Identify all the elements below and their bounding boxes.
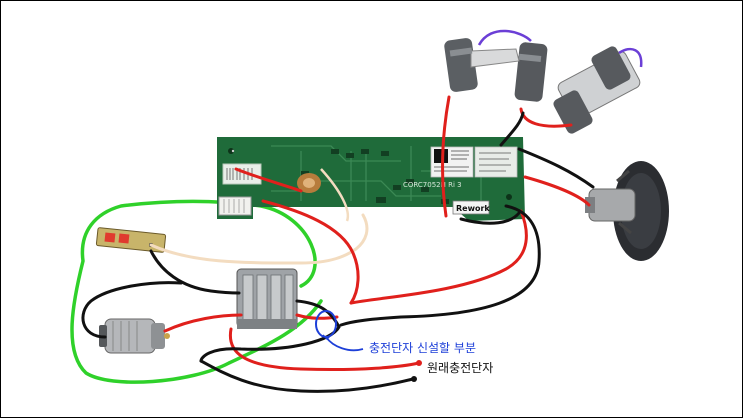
original-terminal-marker: [411, 360, 422, 382]
fan-motor: [585, 161, 669, 261]
new-terminal-marker: [315, 310, 364, 352]
heatsink: [236, 268, 298, 329]
pcb-model-label: CORC7052H Ri 3: [403, 181, 462, 189]
original-terminal-annotation: 원래충전단자: [427, 361, 494, 375]
led-board: [95, 227, 167, 253]
coil-component: [297, 173, 321, 193]
new-terminal-annotation: 충전단자 신설할 부분: [369, 341, 476, 355]
rework-label: Rework: [456, 204, 490, 213]
motor: [99, 318, 170, 354]
cream-wire: [149, 213, 369, 265]
battery-pack: [444, 29, 643, 134]
